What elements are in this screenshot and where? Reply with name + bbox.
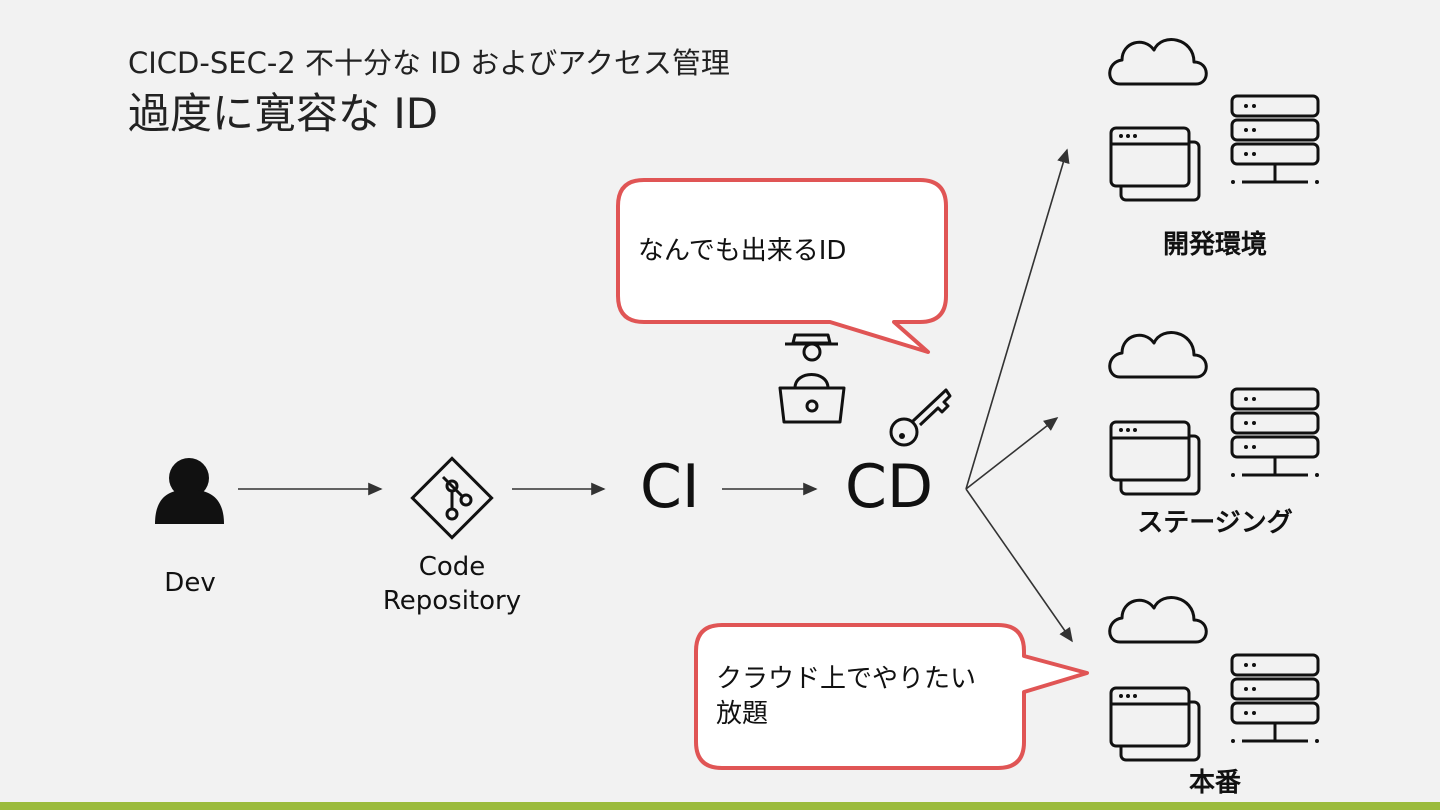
env-prod-icons bbox=[1108, 596, 1321, 762]
server-rack-icon bbox=[1229, 94, 1321, 186]
server-rack-icon bbox=[1229, 387, 1321, 479]
repo-label-line1: Code bbox=[418, 552, 486, 582]
key-icon bbox=[889, 388, 952, 447]
bubble-top-text: なんでも出来るID bbox=[638, 236, 847, 266]
dev-label: Dev bbox=[164, 568, 216, 598]
server-rack-icon bbox=[1229, 653, 1321, 745]
arrow-cd-to-prod bbox=[965, 488, 1073, 643]
browser-window-icon bbox=[1109, 420, 1201, 496]
env-dev-icons bbox=[1108, 38, 1321, 202]
user-icon bbox=[155, 458, 224, 524]
browser-window-icon bbox=[1109, 686, 1201, 762]
cloud-icon bbox=[1108, 38, 1208, 86]
cd-label: CD bbox=[845, 452, 934, 522]
env-staging-label: ステージング bbox=[1137, 508, 1293, 538]
speech-bubble-top bbox=[616, 178, 948, 354]
git-repo-icon bbox=[410, 456, 494, 540]
repo-label: Code Repository bbox=[362, 550, 542, 618]
hacker-icon bbox=[778, 333, 846, 424]
browser-window-icon bbox=[1109, 126, 1201, 202]
env-prod-label: 本番 bbox=[1188, 768, 1241, 798]
cloud-icon bbox=[1108, 596, 1208, 644]
bubble-bottom-line2: 放題 bbox=[716, 699, 769, 729]
arrow-cd-to-staging bbox=[965, 417, 1059, 490]
bottom-accent-bar bbox=[0, 802, 1440, 810]
arrow-cd-to-dev-env bbox=[965, 148, 1070, 490]
slide-title: 過度に寛容な ID bbox=[128, 89, 439, 138]
speech-bubble-bottom bbox=[694, 623, 1089, 770]
env-dev-label: 開発環境 bbox=[1162, 230, 1267, 260]
bubble-bottom-line1: クラウド上でやりたい bbox=[716, 664, 977, 694]
bubble-bottom-text: クラウド上でやりたい 放題 bbox=[716, 662, 976, 732]
ci-label: CI bbox=[640, 452, 700, 522]
cloud-icon bbox=[1108, 331, 1208, 379]
env-staging-icons bbox=[1108, 331, 1321, 496]
slide-subtitle: CICD-SEC-2 不十分な ID およびアクセス管理 bbox=[128, 46, 730, 80]
repo-label-line2: Repository bbox=[382, 586, 522, 616]
